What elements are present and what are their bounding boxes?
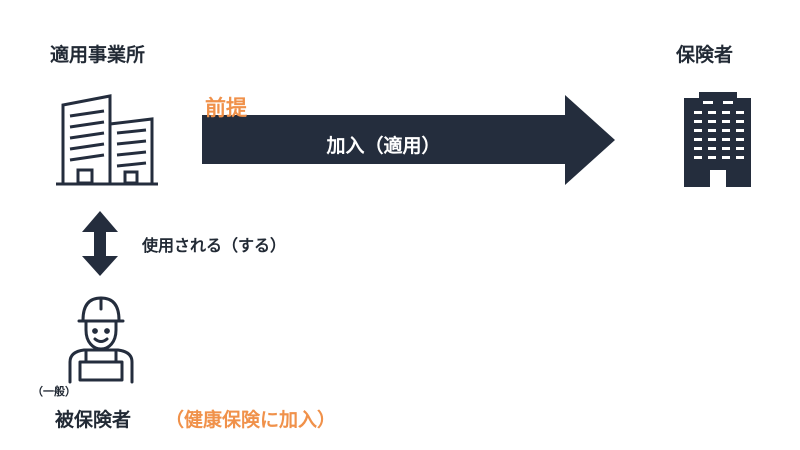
- construction-worker-icon: [68, 296, 134, 384]
- employer-label: 適用事業所: [50, 44, 146, 66]
- premise-label: 前提: [205, 96, 247, 120]
- employment-label: 使用される（する）: [142, 236, 287, 255]
- insured-qualifier: （一般）: [32, 385, 76, 398]
- insurer-building-icon: [684, 92, 751, 187]
- insured-label: 被保険者: [55, 409, 132, 431]
- insured-enrollment-note: （健康保険に加入）: [165, 409, 337, 431]
- enrollment-arrow: [202, 95, 615, 185]
- insurer-label: 保険者: [676, 44, 734, 66]
- enrollment-label: 加入（適用）: [326, 135, 441, 157]
- office-buildings-icon: [56, 94, 158, 186]
- double-arrow-icon: [82, 211, 118, 276]
